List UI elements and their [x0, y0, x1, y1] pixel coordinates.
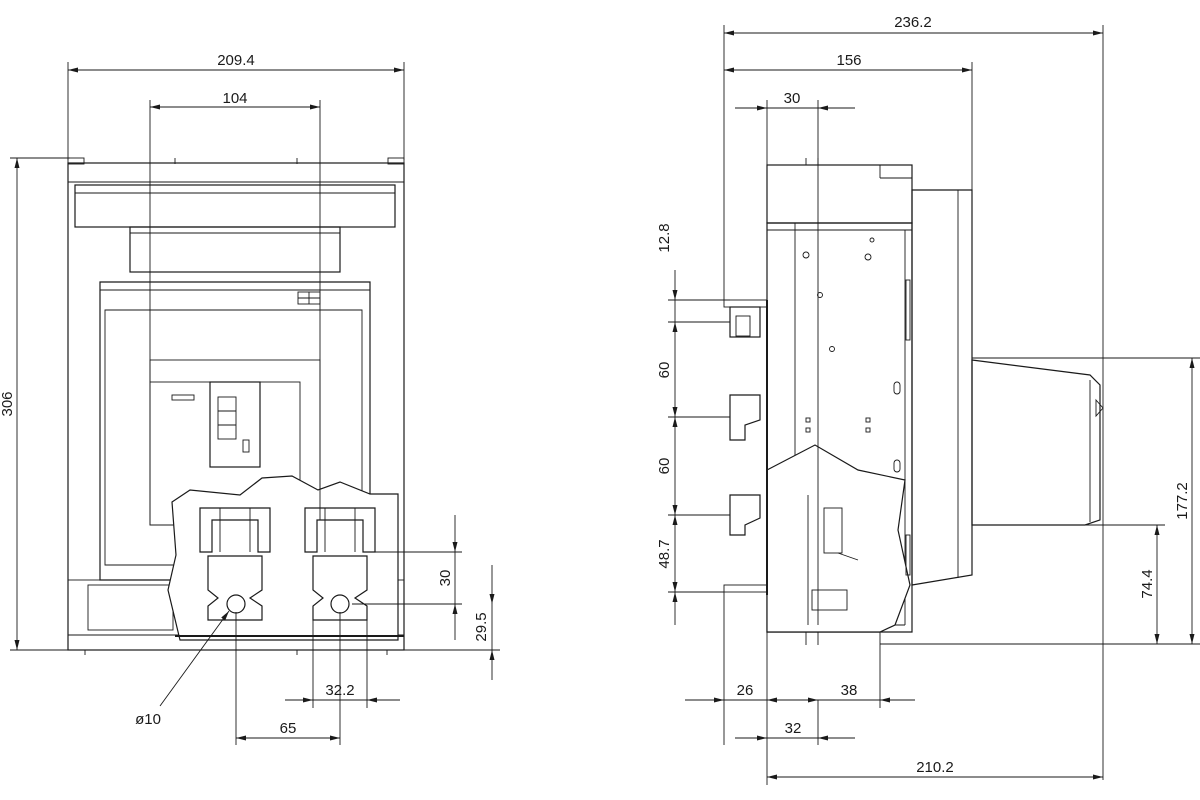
dim-side-12-8: 12.8 [656, 223, 673, 252]
dim-front-inner-width: 104 [222, 90, 247, 107]
side-view [723, 158, 1104, 645]
dim-front-width: 209.4 [217, 52, 255, 69]
dim-front-height: 306 [0, 391, 16, 416]
dim-side-177-2: 177.2 [1174, 482, 1191, 520]
dim-front-65: 65 [280, 720, 297, 737]
dim-side-74-4: 74.4 [1139, 569, 1156, 598]
dim-front-30: 30 [437, 570, 454, 587]
dim-side-38: 38 [841, 682, 858, 699]
side-dimensions: 236.2 156 30 12.8 60 60 48.7 [656, 14, 1200, 785]
front-window [209, 381, 261, 468]
front-cutaway [167, 475, 399, 641]
side-lever [971, 359, 1101, 526]
side-cutaway [766, 444, 911, 633]
dim-side-60-a: 60 [656, 362, 673, 379]
dim-side-total-width: 236.2 [894, 14, 932, 31]
dim-side-156: 156 [836, 52, 861, 69]
side-handle [911, 189, 973, 586]
dim-side-26: 26 [737, 682, 754, 699]
front-top-cap [74, 184, 396, 228]
dim-front-29-5: 29.5 [473, 612, 490, 641]
dim-side-32: 32 [785, 720, 802, 737]
dim-hole-diameter: ø10 [135, 711, 161, 728]
dim-side-30: 30 [784, 90, 801, 107]
front-view [67, 157, 405, 655]
dim-side-60-b: 60 [656, 458, 673, 475]
front-dimensions: 209.4 104 306 30 29.5 32.2 65 [0, 52, 500, 745]
dim-side-48-7: 48.7 [656, 539, 673, 568]
dim-side-210-2: 210.2 [916, 759, 954, 776]
